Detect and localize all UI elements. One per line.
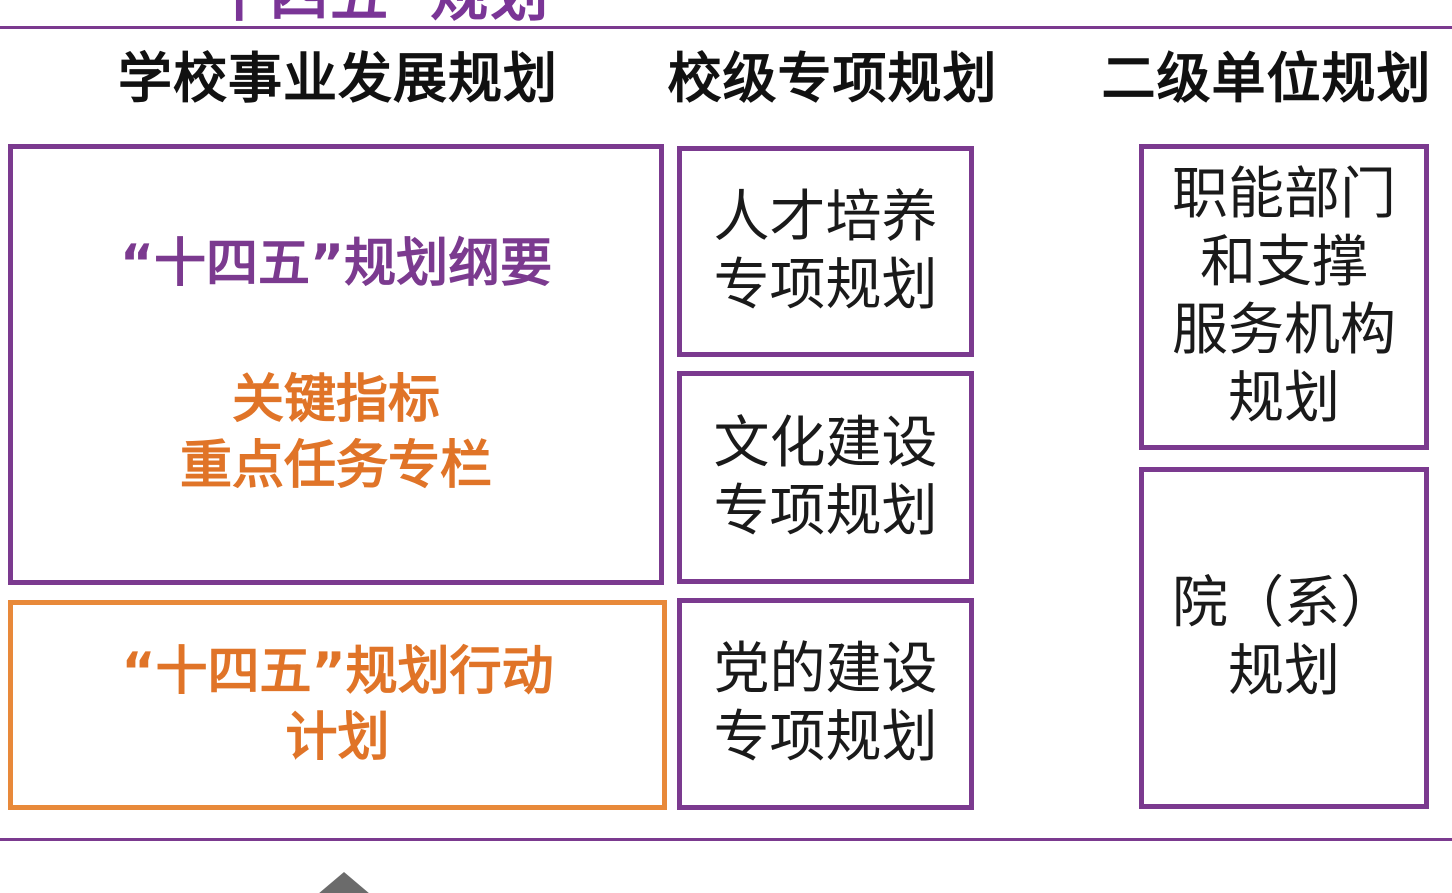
unit-plan-box-college: 院（系） 规划	[1139, 467, 1429, 809]
special-plan-box-talent: 人才培养 专项规划	[677, 146, 974, 357]
special-plan-box-party: 党的建设 专项规划	[677, 598, 974, 810]
unit-plan-text-functional: 职能部门 和支撑 服务机构 规划	[1172, 162, 1396, 431]
top-divider	[0, 26, 1452, 29]
triangle-marker	[318, 872, 370, 893]
special-plan-text-culture: 文化建设 专项规划	[713, 410, 938, 544]
action-plan-text: “十四五”规划行动 计划	[121, 642, 554, 768]
unit-plan-box-functional: 职能部门 和支撑 服务机构 规划	[1139, 144, 1429, 450]
outline-highlights: 关键指标 重点任务专栏	[179, 369, 492, 496]
unit-plan-text-college: 院（系） 规划	[1172, 571, 1396, 704]
special-plan-box-culture: 文化建设 专项规划	[677, 371, 974, 584]
header-school-plan: 学校事业发展规划	[118, 47, 558, 110]
bottom-divider	[0, 838, 1452, 841]
special-plan-text-talent: 人才培养 专项规划	[713, 184, 938, 318]
special-plan-text-party: 党的建设 专项规划	[713, 637, 938, 770]
action-plan-box: “十四五”规划行动 计划	[8, 600, 667, 810]
page-title: “十四五”规划	[170, 0, 550, 24]
outline-box: “十四五”规划纲要 关键指标 重点任务专栏	[8, 144, 664, 585]
header-special-plan: 校级专项规划	[667, 47, 998, 110]
outline-title: “十四五”规划纲要	[119, 233, 553, 294]
header-unit-plan: 二级单位规划	[1101, 47, 1432, 110]
